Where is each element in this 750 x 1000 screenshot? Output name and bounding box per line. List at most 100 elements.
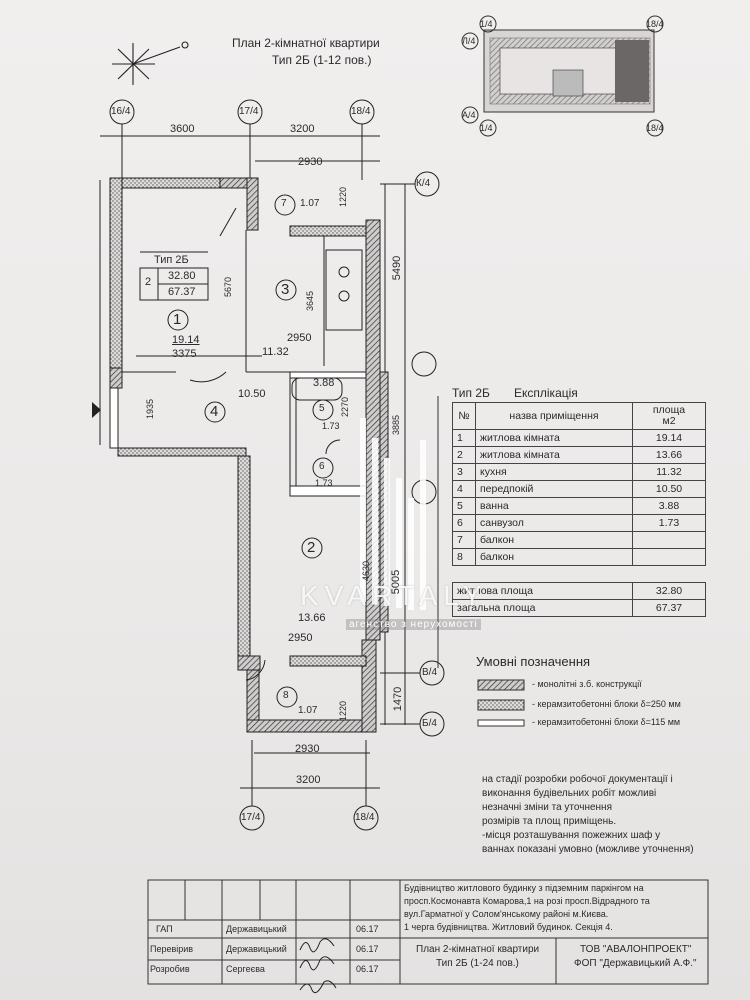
axis-bottom-17-4: 17/4 — [241, 812, 261, 823]
compass-icon — [112, 41, 189, 85]
dim-3200-bottom: 3200 — [296, 774, 321, 786]
typebox-name: Тип 2Б — [154, 254, 189, 266]
signature-marks — [299, 938, 337, 994]
axis-k-4: К/4 — [416, 178, 431, 189]
dim-3375: 3375 — [172, 348, 197, 360]
note-line-4: розмірів та площ приміщень. — [482, 816, 617, 827]
typebox-total: 67.37 — [168, 286, 196, 298]
key-axis-tl: 1/4 — [480, 19, 493, 29]
dim-3600: 3600 — [170, 123, 195, 135]
key-axis-l: Л/4 — [462, 36, 476, 46]
room-5-area: 3.88 — [313, 377, 335, 389]
key-axis-tr: 18/4 — [646, 19, 664, 29]
dim-5490: 5490 — [391, 255, 404, 281]
key-axis-bl: А/4 — [462, 110, 476, 120]
key-axis-b1: 1/4 — [480, 123, 493, 133]
role-developed: Розробив — [150, 964, 190, 974]
explication-type: Тип 2Б — [452, 386, 490, 400]
date-developed: 06.17 — [356, 964, 379, 974]
note-line-5: -місця розташування пожежних шаф у — [482, 830, 661, 841]
key-plan — [461, 15, 664, 137]
axis-16-4: 16/4 — [111, 106, 131, 117]
legend-title: Умовні позначення — [476, 654, 591, 669]
sheet-title-1: План 2-кімнатної квартири — [416, 944, 540, 955]
note-line-3: незначні зміни та уточнення — [482, 802, 612, 813]
room-5-sub-area: 1.73 — [322, 421, 340, 431]
plan-subtitle: Тип 2Б (1-12 пов.) — [272, 53, 372, 67]
room-4-area: 10.50 — [238, 388, 266, 400]
room-1-number: 1 — [173, 311, 182, 328]
room-8-area: 1.07 — [298, 705, 318, 716]
axis-17-4: 17/4 — [239, 106, 259, 117]
watermark-logo — [360, 418, 426, 610]
dim-2270: 2270 — [340, 396, 351, 418]
key-axis-b2: 18/4 — [646, 123, 664, 133]
axis-18-4: 18/4 — [351, 106, 371, 117]
dim-1935: 1935 — [145, 398, 156, 420]
sheet-title-2: Тип 2Б (1-24 пов.) — [436, 958, 519, 969]
name-gap: Державицький — [226, 924, 287, 934]
typebox-living: 32.80 — [168, 270, 196, 282]
table-row — [453, 566, 706, 583]
axis-b-4: Б/4 — [422, 718, 437, 729]
role-checked: Перевірив — [150, 944, 194, 954]
date-checked: 06.17 — [356, 944, 379, 954]
typebox-rooms: 2 — [145, 276, 152, 288]
axis-bottom-18-4: 18/4 — [355, 812, 375, 823]
explication-header-name: назва приміщення — [475, 402, 633, 430]
note-line-2: виконання будівельних робіт можливі — [482, 788, 657, 799]
name-checked: Державицький — [226, 944, 287, 954]
explication-header-no: № — [452, 402, 476, 430]
dim-2950-top: 2950 — [287, 332, 312, 344]
dim-1470: 1470 — [392, 686, 405, 712]
date-gap: 06.17 — [356, 924, 379, 934]
room-1-area: 19.14 — [172, 334, 200, 346]
room-2-area: 13.66 — [298, 612, 326, 624]
plan-title: План 2-кімнатної квартири — [232, 36, 380, 50]
note-line-1: на стадії розробки робочої документації … — [482, 774, 673, 785]
room-6-area: 1.73 — [315, 478, 333, 488]
room-6-number: 6 — [319, 461, 325, 472]
dim-3885: 3885 — [391, 414, 402, 436]
name-developed: Сергеєва — [226, 964, 265, 974]
room-5-number: 5 — [319, 403, 325, 414]
room-7-area: 1.07 — [300, 198, 320, 209]
project-desc-3: вул.Гарматної у Солом'янському районі м.… — [404, 909, 609, 919]
axis-v-4: В/4 — [422, 667, 438, 678]
org-name-1: ТОВ "АВАЛОНПРОЕКТ" — [580, 944, 692, 955]
legend-item-block-250: - керамзитобетонні блоки δ=250 мм — [532, 699, 681, 709]
dim-2930-bottom: 2930 — [295, 743, 320, 755]
dim-5670: 5670 — [223, 276, 234, 298]
org-name-2: ФОП "Державицький А.Ф." — [574, 958, 697, 969]
dim-2950-bottom: 2950 — [288, 632, 313, 644]
dim-2930: 2930 — [298, 156, 323, 168]
project-desc-2: просп.Космонавта Комарова,1 на розі прос… — [404, 896, 650, 906]
role-gap: ГАП — [156, 924, 173, 934]
dim-3645: 3645 — [305, 290, 316, 312]
project-desc-1: Будівництво житлового будинку з підземни… — [404, 883, 644, 893]
dim-4630: 4630 — [361, 560, 372, 582]
note-line-6: ваннах показані умовно (можливе уточненн… — [482, 844, 694, 855]
room-2-number: 2 — [307, 539, 316, 556]
room-7-number: 7 — [281, 198, 287, 209]
dim-1220-top: 1220 — [338, 186, 349, 208]
room-3-area: 11.32 — [262, 346, 289, 358]
watermark-subtitle: агенство з нерухомості — [346, 619, 481, 630]
entrance-arrow-icon — [92, 402, 101, 418]
dim-3200: 3200 — [290, 123, 315, 135]
room-4-number: 4 — [210, 403, 219, 420]
